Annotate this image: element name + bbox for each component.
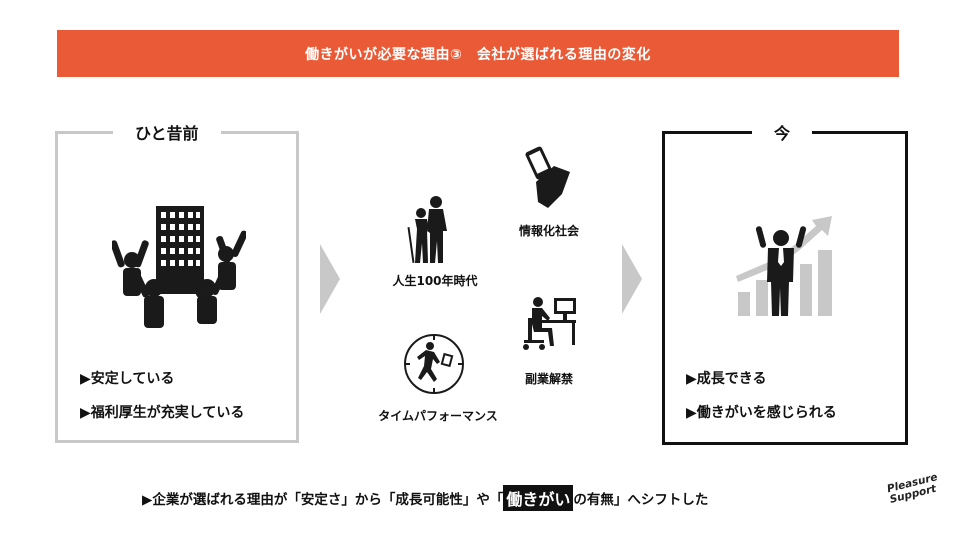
middle-label-time-performance: タイムパフォーマンス [378,409,498,423]
growth-businessman-icon [736,216,832,316]
elderly-couple-icon [407,196,447,263]
conclusion-suffix: の有無」へシフトした [573,492,709,508]
past-bullet-stable: ▶安定している [80,371,175,387]
header-title: 働きがいが必要な理由③ 会社が選ばれる理由の変化 [305,46,651,63]
past-panel-title: ひと昔前 [113,120,221,144]
middle-label-information-society: 情報化社会 [518,224,579,238]
company-logo: Pleasure Support [886,471,941,506]
header-banner: 働きがいが必要な理由③ 会社が選ばれる理由の変化 [57,30,899,77]
present-panel-title: 今 [752,120,813,144]
conclusion-statement: ▶企業が選ばれる理由が「安定さ」から「成長可能性」や「 働きがい の有無」へシフ… [142,485,708,511]
smartphone-hand-icon [525,146,570,208]
office-building-cheering-icon [112,206,246,328]
present-bullet-rewarding-work: ▶働きがいを感じられる [686,405,837,421]
present-bullet-growth: ▶成長できる [686,371,767,387]
desk-worker-icon [523,297,576,350]
past-bullet-benefits: ▶福利厚生が充実している [80,405,245,421]
chevron-right-icon [320,244,340,314]
conclusion-prefix: ▶企業が選ばれる理由が「安定さ」から「成長可能性」や「 [142,492,504,508]
middle-label-life100: 人生100年時代 [392,274,478,288]
conclusion-highlight: 働きがい [503,485,574,511]
clock-runner-icon [404,334,464,394]
chevron-right-icon [622,244,642,314]
middle-label-side-job: 副業解禁 [524,372,573,386]
